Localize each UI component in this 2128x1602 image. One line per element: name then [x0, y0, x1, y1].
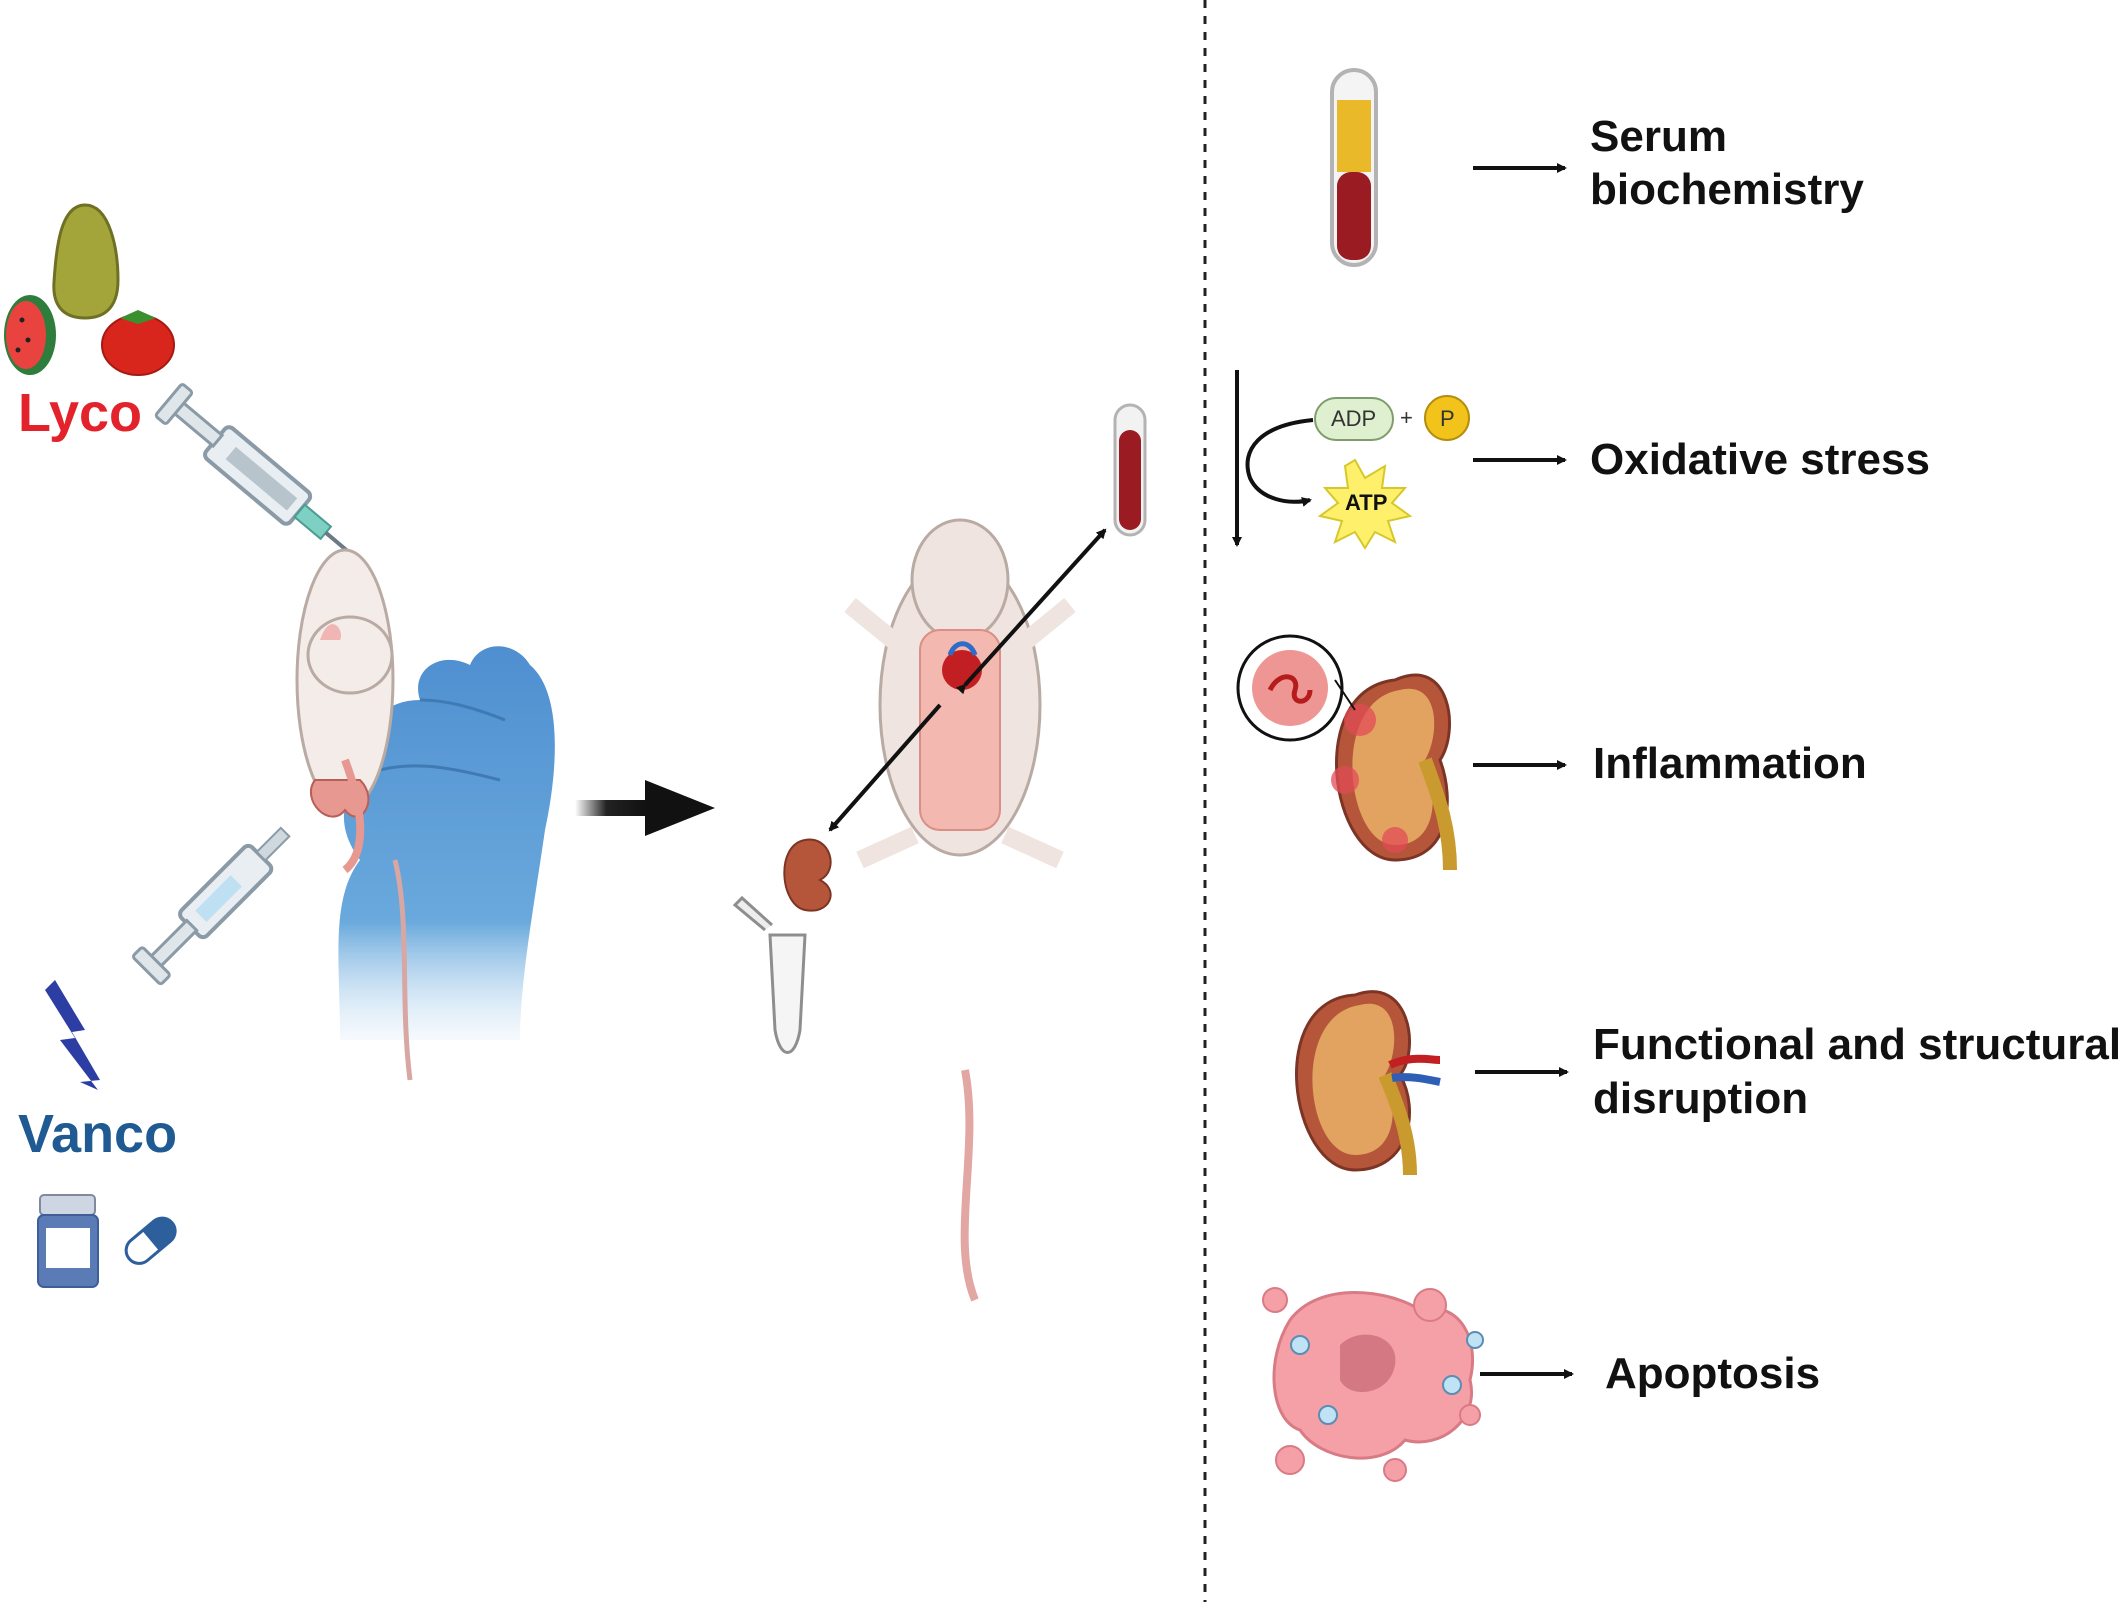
- arrow-to-blood-tube: [955, 528, 1107, 695]
- blood-tube-icon: [1113, 403, 1147, 537]
- outcome-functional-line1: Functional and structural: [1593, 1020, 2122, 1069]
- watermelon-icon: [4, 295, 56, 375]
- rat-icon: [295, 548, 413, 1081]
- atp-label: ATP: [1345, 490, 1388, 515]
- plus-label: +: [1400, 405, 1413, 430]
- phosphate-label: P: [1440, 406, 1455, 431]
- tomato-icon: [101, 310, 175, 376]
- syringe-icon: [154, 383, 351, 554]
- apoptosis-cell-icon: [1262, 1287, 1484, 1482]
- blood-tube-icon: [1330, 68, 1378, 267]
- atp-cycle-icon: [1232, 370, 1470, 550]
- lightning-icon: [45, 980, 100, 1090]
- progress-arrow: [575, 780, 715, 836]
- kidney-icon: [1295, 990, 1441, 1176]
- kidney-icon: [783, 838, 832, 912]
- kidney-icon: [1236, 634, 1457, 871]
- outcome-serum-line2: biochemistry: [1590, 165, 1864, 214]
- rat-icon: [844, 518, 1076, 1302]
- capsule-icon: [124, 1216, 177, 1265]
- adp-label: ADP: [1331, 406, 1377, 431]
- arrow-to-kidney: [828, 703, 942, 832]
- gloved-hand-icon: [338, 646, 555, 1040]
- outcome-functional-line2: disruption: [1593, 1074, 1809, 1123]
- lyco-label: Lyco: [18, 383, 143, 443]
- syringe-icon: [132, 826, 291, 986]
- outcome-apoptosis: Apoptosis: [1605, 1349, 1821, 1398]
- outcome-oxidative-stress: Oxidative stress: [1590, 435, 1930, 484]
- outcome-inflammation: Inflammation: [1593, 739, 1867, 788]
- papaya-icon: [52, 203, 120, 320]
- vanco-label: Vanco: [18, 1104, 178, 1164]
- outcome-serum-line1: Serum: [1590, 112, 1727, 161]
- microtube-icon: [732, 895, 807, 1054]
- pill-bottle-icon: [37, 1194, 99, 1288]
